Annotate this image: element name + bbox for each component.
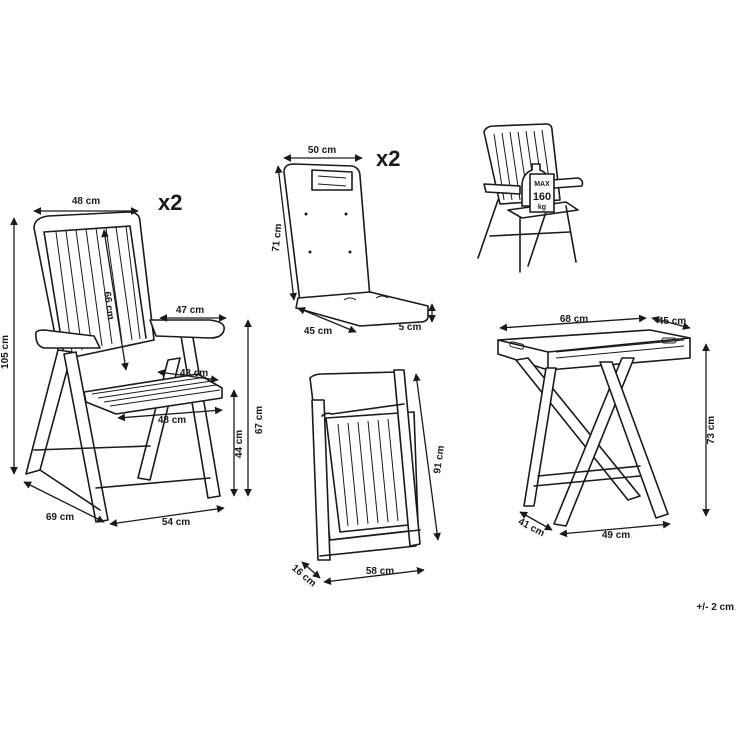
tolerance-note: +/- 2 cm [696, 602, 734, 613]
table-depth-top-label: 45 cm [658, 316, 686, 327]
cushion-thickness-label: 5 cm [399, 322, 422, 333]
chair-width-top-label: 48 cm [72, 196, 100, 207]
table-depth-base-label: 41 cm [516, 516, 546, 539]
table-height-label: 73 cm [706, 416, 717, 444]
folded-chair-drawing [309, 369, 421, 561]
cushion-dimensions: 50 cm 71 cm 45 cm 5 cm [271, 145, 436, 337]
chair-armrest-height-label: 67 cm [254, 406, 265, 434]
load-max-label: MAX [534, 181, 550, 188]
load-capacity-chair: MAX 160 kg [477, 123, 584, 273]
cushion-drawing [283, 163, 429, 327]
chair-seat-width-label: 48 cm [158, 415, 186, 426]
chair-seat-depth-label: 43 cm [180, 368, 208, 379]
folded-depth-label: 16 cm [289, 563, 318, 590]
cushion-height-label: 71 cm [271, 223, 285, 252]
load-unit-label: kg [538, 204, 546, 211]
chair-seat-height-label: 44 cm [234, 430, 245, 458]
chair-depth-label: 69 cm [46, 512, 74, 523]
table-width-top-label: 68 cm [560, 314, 588, 325]
folded-height-label: 91 cm [432, 445, 447, 475]
cushion-depth-label: 45 cm [304, 326, 332, 337]
load-value-label: 160 [533, 191, 551, 203]
chair-dimensions: 48 cm 66 cm 105 cm 47 cm 43 cm 48 cm 67 … [0, 196, 265, 528]
table-drawing [497, 329, 691, 527]
chair-total-height-label: 105 cm [0, 335, 11, 369]
chair-backrest-label: 66 cm [101, 291, 116, 321]
folded-width-label: 58 cm [366, 566, 394, 577]
chair-quantity-label: x2 [158, 190, 182, 215]
cushion-quantity-label: x2 [376, 146, 400, 171]
chair-armrest-label: 47 cm [176, 305, 204, 316]
chair-base-width-label: 54 cm [162, 517, 190, 528]
table-width-base-label: 49 cm [602, 530, 630, 541]
cushion-width-label: 50 cm [308, 145, 336, 156]
